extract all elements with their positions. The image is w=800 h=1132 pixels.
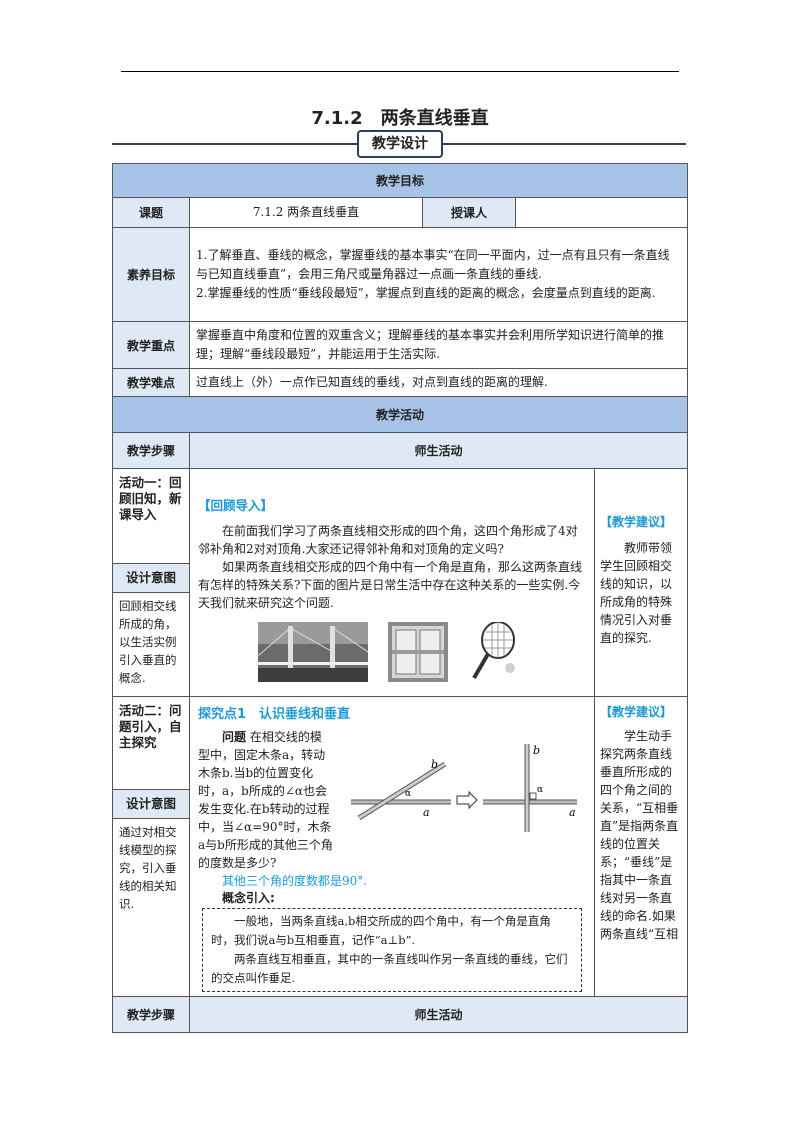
lesson-table: 教学目标 课题 7.1.2 两条直线垂直 授课人 素养目标 1.了解垂直、垂线的…	[111, 163, 689, 1033]
topic-label: 课题	[112, 197, 190, 228]
key-label: 教学重点	[112, 321, 190, 369]
activity1-advice-head: 【教学建议】	[600, 515, 673, 529]
concept-label: 概念引入:	[222, 891, 275, 905]
footer-steps-label: 教学步骤	[112, 996, 190, 1033]
window-image	[388, 622, 448, 682]
activity1-side: 活动一：回顾旧知，新课导入 设计意图 回顾相交线所成的角，以生活实例引入垂直的概…	[112, 468, 190, 697]
activity2-advice: 【教学建议】 学生动手探究两条直线垂直所形成的四个角之间的关系，“互相垂直”是指…	[593, 696, 689, 997]
subtitle-badge: 教学设计	[357, 130, 443, 158]
fig2-label-b: b	[533, 744, 540, 757]
activity2-side: 活动二：问题引入，自主探究 设计意图 通过对相交线模型的探究，引入垂线的相关知识…	[112, 696, 190, 997]
racket-image	[472, 622, 515, 680]
bridge-image	[258, 622, 368, 682]
activity1-design-label: 设计意图	[113, 563, 189, 593]
page-title: 7.1.2 两条直线垂直	[311, 108, 489, 129]
fig1-label-alpha: α	[405, 789, 411, 799]
activity1-para2: 如果两条直线相交形成的四个角中有一个角是直角，那么这两条直线有怎样的特殊关系?下…	[198, 560, 583, 610]
activity2-name: 活动二：问题引入，自主探究	[113, 697, 189, 789]
activity1-advice-text: 教师带领学生回顾相交线的知识，以所成角的特殊情况引入对垂直的探究.	[600, 541, 673, 645]
fig2-label-alpha: α	[537, 785, 543, 795]
activity1-section: 【回顾导入】	[198, 498, 274, 513]
activity2-advice-text: 学生动手探究两条直线垂直所形成的四个角之间的关系，“互相垂直”是指两条直线的位置…	[600, 729, 679, 941]
rotation-figure: a b α a b α	[351, 744, 577, 832]
activity2-section: 探究点1 认识垂线和垂直	[198, 707, 351, 722]
arrow-icon	[456, 790, 478, 810]
activity1-design-text: 回顾相交线所成的角，以生活实例引入垂直的概念.	[119, 599, 177, 685]
activities-header: 教学活动	[111, 396, 689, 433]
fig1-label-b: b	[431, 758, 438, 771]
activity1-content: 【回顾导入】 在前面我们学习了两条直线相交形成的四个角，这四个角形成了4对邻补角…	[189, 468, 595, 697]
activity1-advice: 【教学建议】 教师带领学生回顾相交线的知识，以所成角的特殊情况引入对垂直的探究.	[593, 468, 689, 697]
key-text: 掌握垂直中角度和位置的双重含义；理解垂线的基本事实并会利用所学知识进行简单的推理…	[188, 321, 689, 369]
teacher-value	[514, 197, 689, 228]
difficult-label: 教学难点	[112, 368, 190, 397]
goals-header: 教学目标	[111, 163, 689, 198]
literacy-text: 1.了解垂直、垂线的概念，掌握垂线的基本事实“在同一平面内，过一点有且只有一条直…	[188, 227, 689, 322]
concept-text2: 两条直线互相垂直，其中的一条直线叫作另一条直线的垂线，它们的交点叫作垂足.	[211, 952, 568, 985]
activity-label: 师生活动	[188, 432, 689, 469]
difficult-text: 过直线上（外）一点作已知直线的垂线，对点到直线的距离的理解.	[188, 368, 689, 397]
literacy-label: 素养目标	[112, 227, 190, 322]
activity2-content: 探究点1 认识垂线和垂直 问题 在相交线的模型中，固定木条a，转动木条b.当b的…	[189, 696, 595, 997]
question-label: 问题	[222, 730, 247, 744]
answer-text: 其他三个角的度数都是90°.	[222, 874, 368, 888]
literacy-line2: 2.掌握垂线的性质“垂线段最短”，掌握点到直线的距离的概念，会度量点到直线的距离…	[196, 286, 656, 300]
fig2-label-a: a	[569, 806, 576, 819]
footer-activity-label: 师生活动	[188, 996, 689, 1033]
topic-value: 7.1.2 两条直线垂直	[189, 197, 423, 228]
question-block: 问题 在相交线的模型中，固定木条a，转动木条b.当b的位置变化时，a，b所成的∠…	[198, 728, 333, 872]
teacher-label: 授课人	[422, 197, 516, 228]
top-rule	[121, 71, 679, 72]
fig1-label-a: a	[423, 806, 430, 819]
question-text: 在相交线的模型中，固定木条a，转动木条b.当b的位置变化时，a，b所成的∠α也会…	[198, 730, 333, 870]
concept-box: 一般地，当两条直线a,b相交所成的四个角中，有一个角是直角时，我们说a与b互相垂…	[202, 908, 582, 992]
literacy-line1: 1.了解垂直、垂线的概念，掌握垂线的基本事实“在同一平面内，过一点有且只有一条直…	[196, 248, 670, 281]
activity1-para1: 在前面我们学习了两条直线相交形成的四个角，这四个角形成了4对邻补角和2对对顶角.…	[198, 524, 578, 556]
activity2-design-text: 通过对相交线模型的探究，引入垂线的相关知识.	[119, 825, 177, 911]
example-images	[258, 622, 586, 682]
activity2-design-label: 设计意图	[113, 789, 189, 819]
steps-label: 教学步骤	[112, 432, 190, 469]
activity2-advice-head: 【教学建议】	[600, 705, 673, 719]
activity1-name: 活动一：回顾旧知，新课导入	[113, 469, 189, 563]
concept-text1: 一般地，当两条直线a,b相交所成的四个角中，有一个角是直角时，我们说a与b互相垂…	[211, 914, 551, 947]
